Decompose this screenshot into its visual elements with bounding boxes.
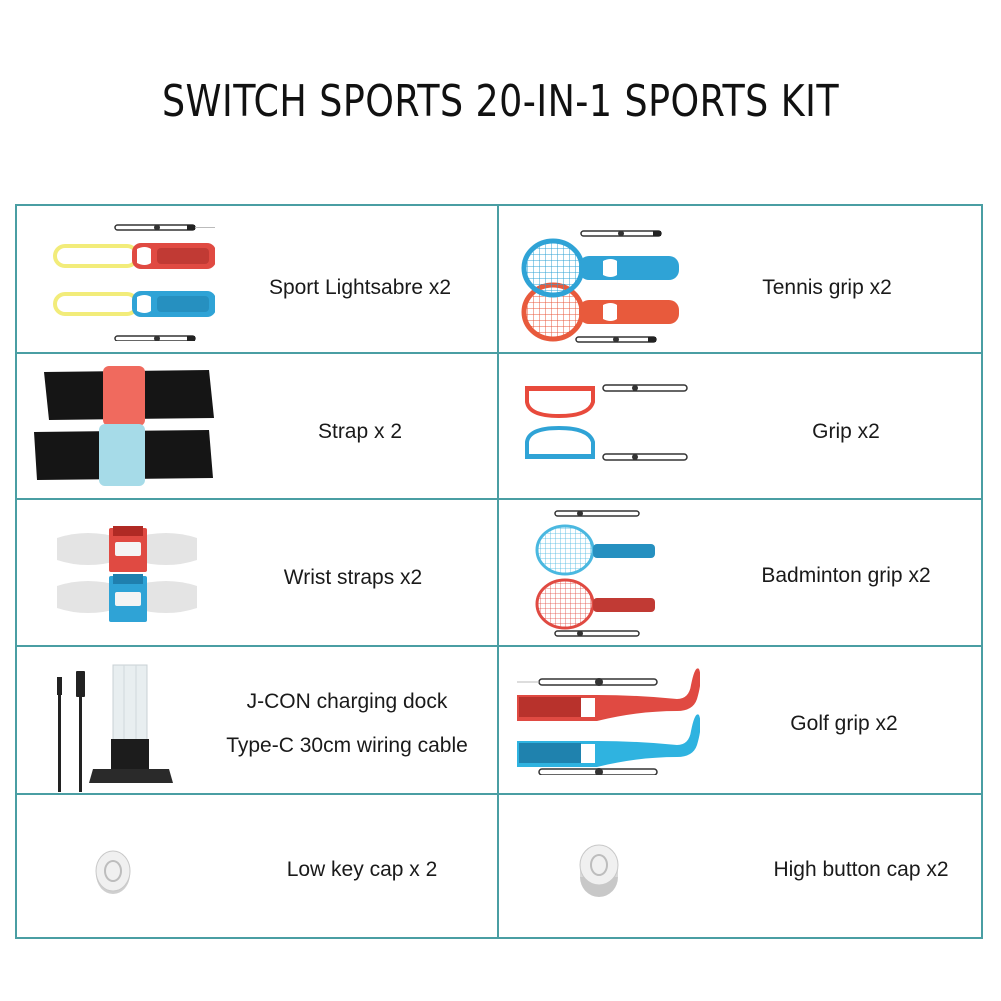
item-label: Strap x 2 (317, 420, 403, 443)
item-cell-badminton: Badminton grip x2 (499, 500, 981, 647)
item-label-group: J-CON charging dock Type-C 30cm wiring c… (226, 689, 468, 759)
item-label: J-CON charging dock (246, 690, 448, 713)
item-cell-high-button-cap: High button cap x2 (499, 795, 981, 937)
item-label: Golf grip x2 (790, 712, 898, 735)
leg-strap-icon (29, 366, 219, 486)
item-cell-tennis: Tennis grip x2 (499, 206, 981, 354)
item-cell-grip: Grip x2 (499, 354, 981, 500)
item-label: Wrist straps x2 (283, 566, 423, 589)
item-label: Sport Lightsabre x2 (268, 276, 452, 299)
page-title: SWITCH SPORTS 20-IN-1 SPORTS KIT (161, 76, 840, 127)
item-cell-lightsabre: Sport Lightsabre x2 (17, 206, 499, 354)
item-label: Badminton grip x2 (761, 564, 931, 587)
item-label-secondary: Type-C 30cm wiring cable (226, 734, 468, 757)
item-cell-low-key-cap: Low key cap x 2 (17, 795, 499, 937)
charging-dock-icon (41, 657, 181, 792)
joycon-grip-icon (523, 378, 693, 473)
item-cell-wrist-straps: Wrist straps x2 (17, 500, 499, 647)
golf-club-icon (515, 665, 700, 775)
kit-contents-table: Sport Lightsabre x2 Tennis grip (15, 204, 983, 939)
item-cell-strap: Strap x 2 (17, 354, 499, 500)
lightsabre-icon (35, 216, 215, 341)
wrist-strap-icon (53, 522, 203, 627)
item-label: Low key cap x 2 (286, 858, 438, 881)
item-cell-golf: Golf grip x2 (499, 647, 981, 795)
item-label: Grip x2 (812, 420, 880, 443)
high-button-cap-icon (577, 843, 621, 899)
item-label: High button cap x2 (773, 858, 949, 881)
item-label: Tennis grip x2 (762, 276, 892, 299)
badminton-racket-icon (535, 508, 675, 638)
low-key-cap-icon (93, 847, 133, 895)
tennis-racket-icon (521, 224, 691, 344)
item-cell-charging-dock: J-CON charging dock Type-C 30cm wiring c… (17, 647, 499, 795)
